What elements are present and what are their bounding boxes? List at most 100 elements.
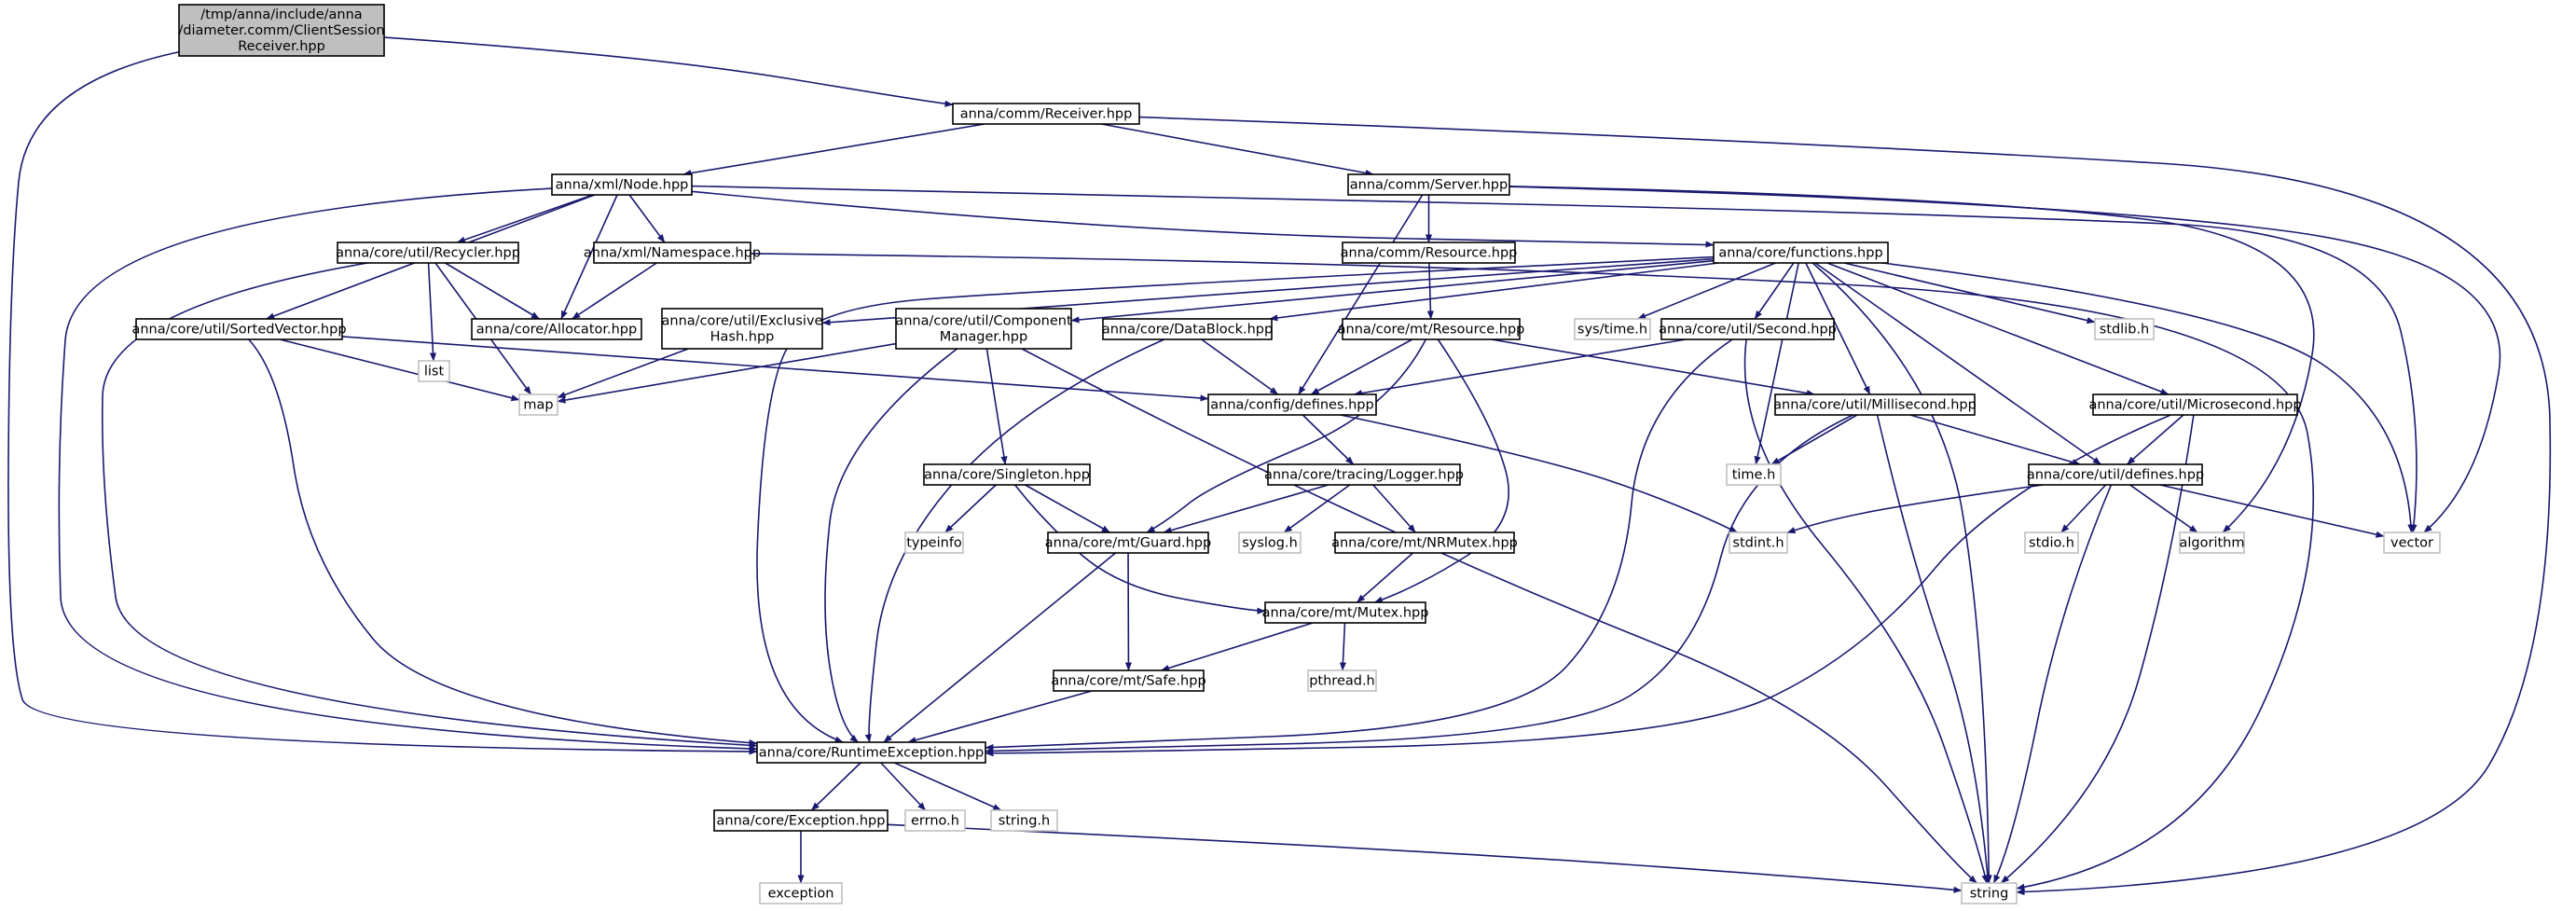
node-label: stdint.h (1732, 536, 1784, 551)
node-resource[interactable]: anna/comm/Resource.hpp (1341, 242, 1518, 264)
node-box (418, 360, 450, 382)
edge-arrow (279, 338, 520, 402)
edge-millisecond-to-timeh (1770, 414, 1858, 465)
node-box (2024, 531, 2079, 554)
edge-root-to-receiver (383, 36, 954, 107)
node-node[interactable]: anna/xml/Node.hpp (551, 173, 693, 196)
edge-arrow (985, 338, 1733, 752)
edge-server-to-algorithm (1508, 186, 2315, 533)
node-box (1713, 242, 1889, 264)
edge-utildefines-to-algorithm (2129, 484, 2198, 533)
node-millisecond[interactable]: anna/core/util/Millisecond.hpp (1773, 393, 1977, 416)
node-root[interactable]: /tmp/anna/include/anna/diameter.comm/Cli… (178, 4, 385, 57)
edge-functions-to-string (1811, 262, 1992, 884)
node-stdlib: stdlib.h (2094, 318, 2155, 340)
node-box (1047, 531, 1209, 554)
node-label: anna/core/mt/Mutex.hpp (1262, 606, 1429, 621)
edge-logger-to-guard (1163, 484, 1329, 534)
edge-arrow (691, 190, 1715, 248)
node-box (2383, 531, 2441, 554)
edge-arrow (985, 348, 1008, 465)
node-label: string (1970, 887, 2009, 902)
node-label: anna/xml/Namespace.hpp (584, 246, 761, 261)
edge-arrow (1298, 194, 1424, 395)
node-label: sys/time.h (1577, 323, 1647, 338)
edge-arrow (456, 194, 593, 243)
edge-arrow (1373, 338, 1509, 603)
node-microsecond[interactable]: anna/core/util/Microsecond.hpp (2088, 393, 2302, 416)
edge-second-to-string (1743, 338, 1989, 884)
node-box (1961, 882, 2018, 904)
edge-arrow (824, 348, 958, 743)
node-datablock[interactable]: anna/core/DataBlock.hpp (1102, 318, 1273, 340)
node-configdefines[interactable]: anna/config/defines.hpp (1207, 393, 1377, 416)
edge-mtresource-to-mutex (1373, 338, 1509, 603)
edge-resource-to-mtresource (1426, 262, 1434, 320)
edge-receiver-to-server (1101, 123, 1374, 176)
edge-arrow (58, 187, 758, 752)
node-safe[interactable]: anna/core/mt/Safe.hpp (1051, 669, 1206, 692)
edge-microsecond-to-utildefines (2127, 414, 2184, 465)
edge-namespace-to-string (750, 253, 2314, 890)
edge-server-to-vector (1508, 186, 2501, 533)
node-syslog: syslog.h (1238, 531, 1302, 554)
edge-mutex-to-pthread (1339, 622, 1347, 671)
node-recycler[interactable]: anna/core/util/Recycler.hpp (336, 242, 520, 264)
edge-arrow (1138, 116, 2552, 896)
node-nrmutex[interactable]: anna/core/mt/NRMutex.hpp (1331, 531, 1518, 554)
edge-arrow (810, 762, 861, 811)
node-label: anna/core/mt/Guard.hpp (1045, 536, 1211, 551)
edge-arrow (1743, 338, 1989, 884)
edge-millisecond-to-utildefines (1909, 414, 2081, 466)
edge-arrow (383, 36, 954, 107)
edge-datablock-to-runtimeexception (864, 338, 1165, 743)
edge-arrow (1146, 338, 1427, 533)
edge-arrow (1340, 414, 1738, 533)
edge-configdefines-to-logger (1302, 414, 1355, 465)
node-mutex[interactable]: anna/core/mt/Mutex.hpp (1262, 601, 1429, 624)
node-runtimeexception[interactable]: anna/core/RuntimeException.hpp (756, 741, 986, 764)
edge-arrow (1754, 262, 1799, 465)
edge-mtresource-to-guard (1146, 338, 1427, 533)
node-logger[interactable]: anna/core/tracing/Logger.hpp (1264, 463, 1464, 486)
edge-node-to-allocator (560, 194, 618, 320)
node-label: anna/core/util/Component (895, 314, 1072, 329)
edge-sortedvector-to-configdefines (341, 336, 1209, 402)
node-label: /tmp/anna/include/anna (200, 7, 362, 22)
node-singleton[interactable]: anna/core/Singleton.hpp (923, 463, 1091, 486)
edge-arrow (445, 262, 540, 320)
edge-node-to-functions (691, 190, 1715, 248)
node-label: anna/comm/Server.hpp (1350, 178, 1508, 193)
edge-arrow (1843, 262, 2096, 324)
edge-componentmanager-to-singleton (985, 348, 1008, 465)
node-stdio: stdio.h (2024, 531, 2079, 554)
node-mtresource[interactable]: anna/core/mt/Resource.hpp (1338, 318, 1525, 340)
node-server[interactable]: anna/comm/Server.hpp (1347, 173, 1510, 196)
node-receiver[interactable]: anna/comm/Receiver.hpp (952, 103, 1140, 125)
node-box (1342, 318, 1521, 340)
edge-functions-to-stdlib (1843, 262, 2096, 324)
edge-arrow (1021, 348, 1977, 884)
node-label: anna/core/Allocator.hpp (476, 323, 637, 338)
edge-exclusivehash-to-map (557, 348, 689, 399)
node-box (1774, 393, 1976, 416)
node-sortedvector[interactable]: anna/core/util/SortedVector.hpp (131, 318, 347, 340)
edge-namespace-to-allocator (572, 262, 657, 320)
edge-arrow (887, 823, 1963, 893)
node-functions[interactable]: anna/core/functions.hpp (1713, 242, 1889, 264)
node-guard[interactable]: anna/core/mt/Guard.hpp (1045, 531, 1211, 554)
node-second[interactable]: anna/core/util/Second.hpp (1659, 318, 1837, 340)
node-box (756, 741, 986, 764)
node-label: exception (768, 887, 834, 902)
node-namespace[interactable]: anna/xml/Namespace.hpp (584, 242, 761, 264)
node-utildefines[interactable]: anna/core/util/defines.hpp (2027, 463, 2204, 486)
node-allocator[interactable]: anna/core/Allocator.hpp (471, 318, 642, 340)
node-exception-hpp[interactable]: anna/core/Exception.hpp (713, 809, 889, 832)
edge-arrow (2060, 484, 2107, 533)
node-box (661, 308, 823, 350)
edge-receiver-to-string (1138, 116, 2552, 896)
edge-functions-to-systime (1637, 262, 1776, 320)
node-box (1207, 393, 1377, 416)
